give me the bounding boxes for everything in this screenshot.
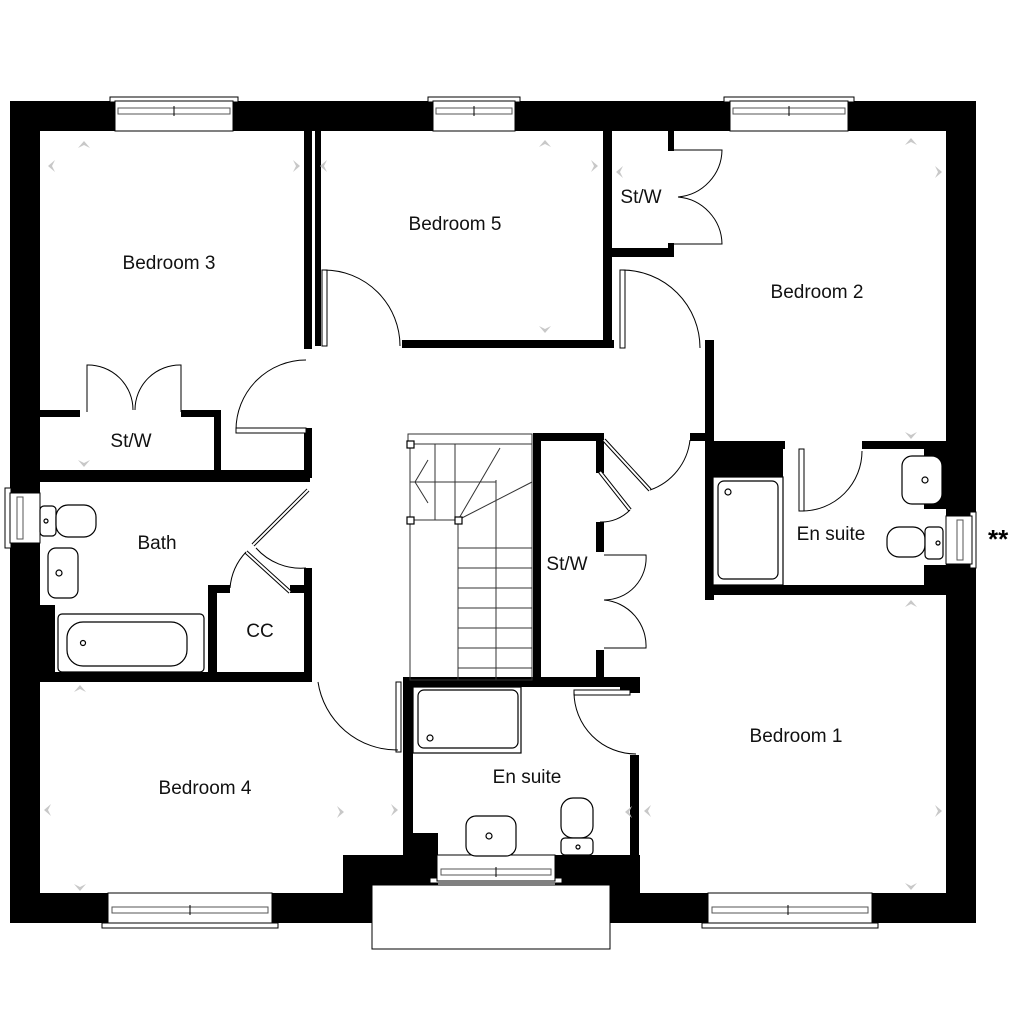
room-label-bedroom2: Bedroom 2 — [770, 282, 864, 303]
room-label-stw-bedroom2: St/W — [620, 187, 662, 208]
windows — [4, 96, 977, 950]
room-label-stw-landing: St/W — [546, 554, 588, 575]
room-label-bedroom3: Bedroom 3 — [122, 253, 216, 274]
room-label-bedroom4: Bedroom 4 — [158, 778, 252, 799]
room-label-stw-bedroom3: St/W — [110, 431, 152, 452]
internal-walls — [10, 131, 976, 895]
window-ensuite-bed2 — [945, 511, 977, 569]
window-bedroom3 — [109, 96, 239, 132]
window-bedroom4 — [101, 892, 279, 929]
window-bedroom5 — [427, 96, 521, 132]
basin-bath — [47, 547, 79, 599]
bathtub — [57, 613, 205, 673]
window-bedroom2 — [723, 96, 855, 132]
room-label-bedroom1: Bedroom 1 — [749, 726, 843, 747]
room-label-bedroom5: Bedroom 5 — [408, 214, 502, 235]
toilet-ensuite-bed1 — [560, 797, 594, 839]
shower-ensuite-bed1 — [412, 686, 522, 754]
room-label-bath: Bath — [137, 533, 177, 554]
toilet-bath — [39, 504, 97, 538]
window-ensuite-bed1 — [429, 854, 563, 884]
footnote-marker: ** — [988, 524, 1009, 554]
room-label-cc: CC — [246, 621, 274, 642]
window-bedroom1 — [701, 892, 879, 929]
staircase — [406, 433, 533, 681]
dimension-markers — [44, 138, 942, 891]
doors — [86, 149, 863, 755]
shower-ensuite-bed2 — [712, 476, 784, 586]
bay-outline — [371, 884, 611, 950]
window-bathroom — [4, 487, 41, 549]
room-label-ensuite-bedroom2: En suite — [796, 524, 866, 545]
room-label-ensuite-bedroom1: En suite — [492, 767, 562, 788]
fixtures — [39, 455, 944, 857]
toilet-ensuite-bed2 — [886, 526, 926, 558]
